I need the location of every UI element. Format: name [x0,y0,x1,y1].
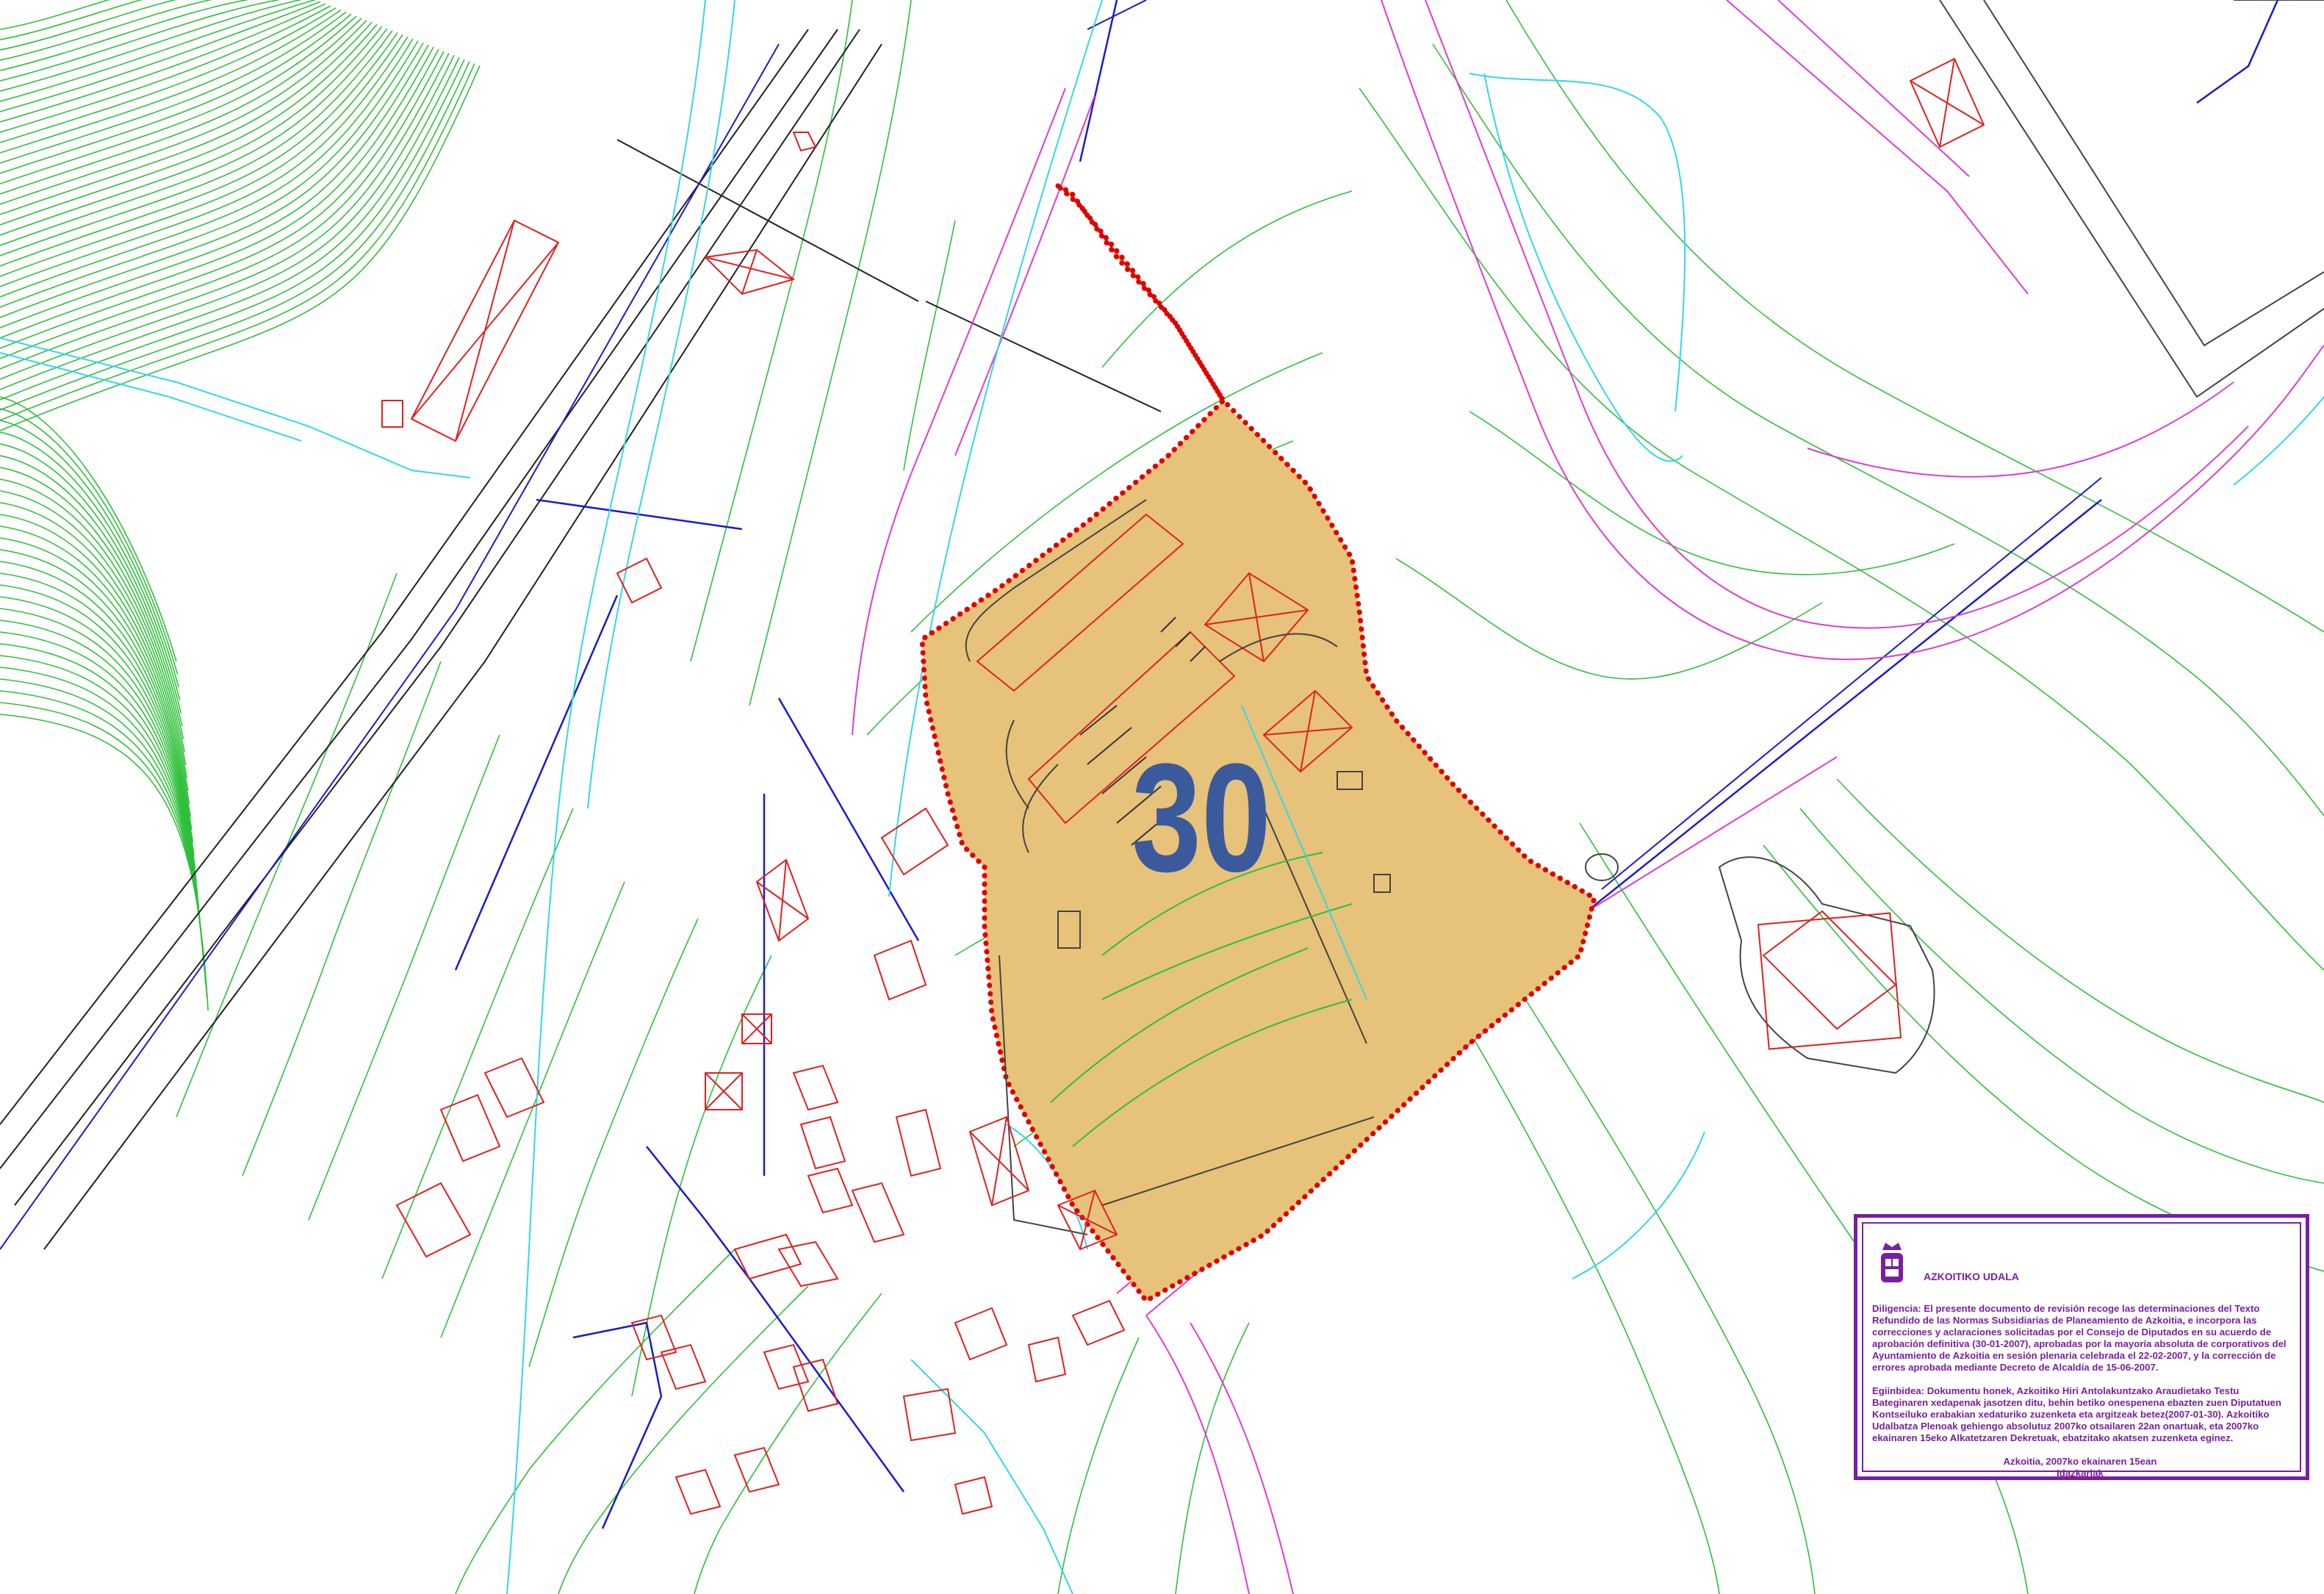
contour-line [0,714,209,1011]
contour-line [0,49,439,349]
contour-line [0,537,191,817]
contour-line [0,63,475,421]
contour-line [0,431,181,701]
contour-line [0,1,321,112]
contour-line [0,36,409,287]
contour-line [0,38,414,298]
contour-line [0,9,342,154]
contour-line [0,46,434,339]
contour-line [0,0,143,40]
stamp-footer: Azkoitia, 2007ko ekainaren 15ean Idazkar… [1868,1456,2292,1479]
contour-line [0,28,388,246]
contour-line [0,0,177,51]
contour-line [0,54,455,380]
contour-line [0,21,373,215]
contour-line [0,0,213,61]
stamp-header: AZKOITIKO UDALA [1868,1228,2292,1285]
contour-line [0,26,383,236]
contour-line [0,53,450,370]
stamp-inner-border [1862,1222,2301,1472]
contour-line [0,0,303,92]
contour-line [0,525,190,804]
contour-line [0,51,445,359]
contour-line [0,408,179,675]
coat-of-arms-icon [1881,1243,1903,1282]
top-right-lot [1939,0,2324,398]
utility-lines [0,0,2279,1529]
sector-interior [965,499,1391,1235]
approval-stamp: AZKOITIKO UDALA Diligencia: El presente … [1854,1214,2309,1480]
contour-line [0,514,189,791]
contour-line [0,455,183,727]
stamp-signature: Idazkariak [2057,1468,2104,1479]
contour-line [0,30,393,256]
contour-line [0,44,429,329]
contour-line [0,502,188,778]
contour-line [0,572,195,856]
contour-line [0,65,481,431]
contour-line [0,15,357,184]
contour-line [0,467,184,739]
contour-line [0,5,331,133]
contour-line [0,59,465,401]
contour-line [0,11,347,164]
railway-lines [0,29,1162,1250]
stamp-text-spanish: Diligencia: El presente documento de rev… [1872,1303,2287,1373]
contour-line [0,420,179,688]
contour-line [0,0,249,71]
contour-line [0,0,281,82]
contour-line [0,40,419,308]
stamp-place-date: Azkoitia, 2007ko ekainaren 15ean [2003,1456,2157,1467]
contour-line [0,3,326,123]
contour-line [0,32,398,267]
stamp-text-basque: Egiinbidea: Dokumentu honek, Azkoitiko H… [1872,1385,2281,1443]
contour-line [0,20,367,205]
contour-line [0,620,200,908]
contour-line [0,596,197,882]
contour-line [0,0,316,102]
contour-line [0,443,182,714]
contour-line [0,13,352,174]
sector-number-label: 30 [1132,731,1271,904]
contour-line [0,478,185,753]
contour-line [0,7,337,143]
contour-line [0,34,403,277]
contour-line [0,584,196,869]
contour-line [0,549,193,830]
contour-line [0,24,378,226]
contour-line [0,608,198,894]
stamp-body: Diligencia: El presente documento de rev… [1868,1303,2292,1444]
contour-line [0,396,177,662]
field-plot [1585,853,1935,1074]
stamp-institution: AZKOITIKO UDALA [1924,1271,2019,1282]
contour-line [0,57,460,390]
contour-lines [0,0,481,1011]
contour-line [0,42,424,318]
contour-line [0,561,194,843]
contour-line [0,490,187,765]
contour-line [0,0,110,30]
buildings [381,57,1985,1515]
contour-line [0,18,362,195]
contour-line [0,61,470,411]
